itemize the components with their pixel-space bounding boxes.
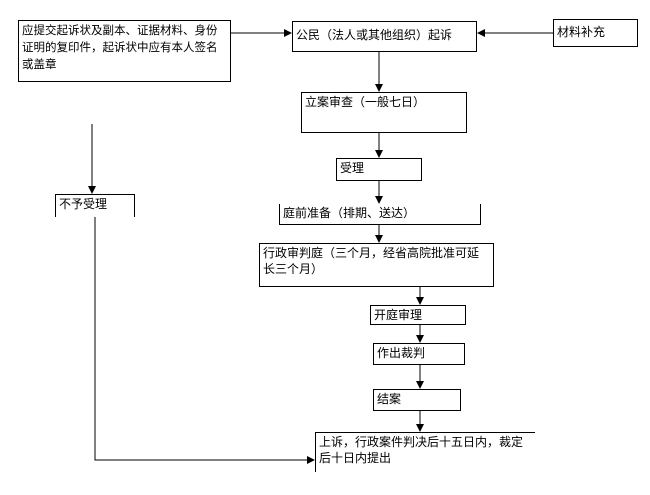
arrowhead-documents-to-filing [284,29,292,37]
reject-box: 不予受理 [55,194,135,217]
arrowhead-hearing-to-ruling [416,335,424,343]
accept-text: 受理 [340,161,365,175]
close-text: 结案 [377,392,402,406]
ruling-text: 作出裁判 [377,346,426,360]
filing-text: 公民（法人或其他组织）起诉 [296,28,453,42]
arrowhead-accept-to-pretrial [375,196,383,204]
accept-box: 受理 [336,158,422,181]
trial-period-text: 行政审判庭（三个月，经省高院批准可延长三个月） [263,246,480,276]
case-review-text: 立案审查（一般七日） [305,95,426,109]
ruling-box: 作出裁判 [373,343,465,365]
appeal-box: 上诉，行政案件判决后十五日内，裁定后十日内提出 [315,432,535,472]
hearing-box: 开庭审理 [370,305,466,325]
hearing-text: 开庭审理 [374,308,423,322]
required-documents-box: 应提交起诉状及副本、证据材料、身份证明的复印件，起诉状中应有本人签名或盖章 [18,20,231,82]
arrowhead-pretrial-to-trial-period [375,235,383,243]
arrowhead-to-reject [88,186,96,194]
filing-box: 公民（法人或其他组织）起诉 [292,21,477,52]
trial-period-box: 行政审判庭（三个月，经省高院批准可延长三个月） [259,243,494,287]
arrowhead-review-to-accept [375,150,383,158]
arrowhead-reject-to-appeal [307,456,315,464]
arrowhead-supplement-to-filing [477,29,485,37]
appeal-text: 上诉，行政案件判决后十五日内，裁定后十日内提出 [319,435,524,465]
arrowhead-trial-period-to-hearing [416,297,424,305]
reject-text: 不予受理 [59,197,108,211]
arrowhead-ruling-to-close [416,381,424,389]
case-review-box: 立案审查（一般七日） [301,92,467,133]
supplement-text: 材料补充 [557,25,606,39]
arrowhead-close-to-appeal [416,424,424,432]
arrow-reject-to-appeal [94,216,308,461]
arrowhead-filing-to-review [375,84,383,92]
pretrial-box: 庭前准备（排期、送达） [279,204,481,225]
close-box: 结案 [373,389,461,411]
pretrial-text: 庭前准备（排期、送达） [283,206,416,220]
supplement-box: 材料补充 [553,19,638,47]
required-documents-text: 应提交起诉状及副本、证据材料、身份证明的复印件，起诉状中应有本人签名或盖章 [22,23,218,71]
